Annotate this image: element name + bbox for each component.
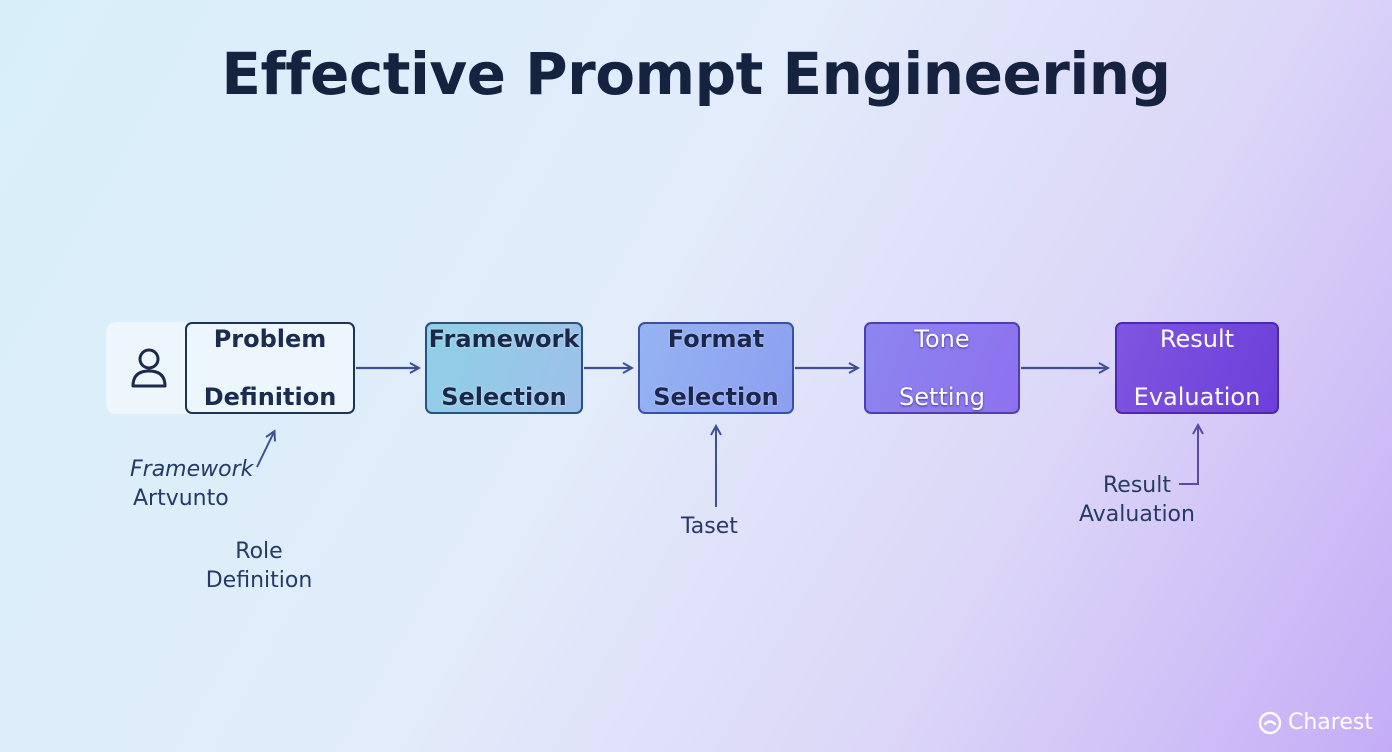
step-label-line1: Framework bbox=[428, 324, 580, 353]
step-problem-definition: Problem Definition bbox=[185, 322, 355, 414]
step-label-line1: Problem bbox=[213, 324, 327, 353]
annotation-line2: Avaluation bbox=[1079, 502, 1195, 527]
step-label-line2: Setting bbox=[899, 382, 985, 411]
step-label-line1: Tone bbox=[914, 324, 970, 353]
page-title: Effective Prompt Engineering bbox=[221, 40, 1171, 108]
person-icon bbox=[131, 348, 167, 388]
annotation-taset: Taset bbox=[681, 514, 738, 539]
annotation-result-avaluation: Result Avaluation bbox=[1074, 471, 1200, 529]
step-result-evaluation: Result Evaluation bbox=[1115, 322, 1279, 414]
step-label-line2: Selection bbox=[653, 382, 779, 411]
step-tone-setting: Tone Setting bbox=[864, 322, 1020, 414]
charest-logo-icon bbox=[1258, 711, 1282, 734]
user-avatar bbox=[106, 322, 192, 414]
step-label-line1: Result bbox=[1159, 324, 1235, 353]
step-format-selection: Format Selection bbox=[638, 322, 794, 414]
annotation-artvunto: Artvunto bbox=[133, 486, 229, 511]
step-framework-selection: Framework Selection bbox=[425, 322, 583, 414]
step-label-line1: Format bbox=[667, 324, 765, 353]
step-label-line2: Evaluation bbox=[1133, 382, 1261, 411]
annotation-line2: Definition bbox=[205, 568, 313, 593]
annotation-framework: Framework bbox=[130, 457, 254, 482]
step-label-line2: Definition bbox=[203, 382, 337, 411]
brand-name: Charest bbox=[1288, 710, 1373, 735]
brand-watermark: Charest bbox=[1258, 710, 1373, 735]
annotation-role-definition: Role Definition bbox=[204, 537, 314, 595]
annotation-line1: Role bbox=[235, 539, 283, 564]
annotation-line1: Result bbox=[1103, 473, 1171, 498]
step-label-line2: Selection bbox=[441, 382, 567, 411]
